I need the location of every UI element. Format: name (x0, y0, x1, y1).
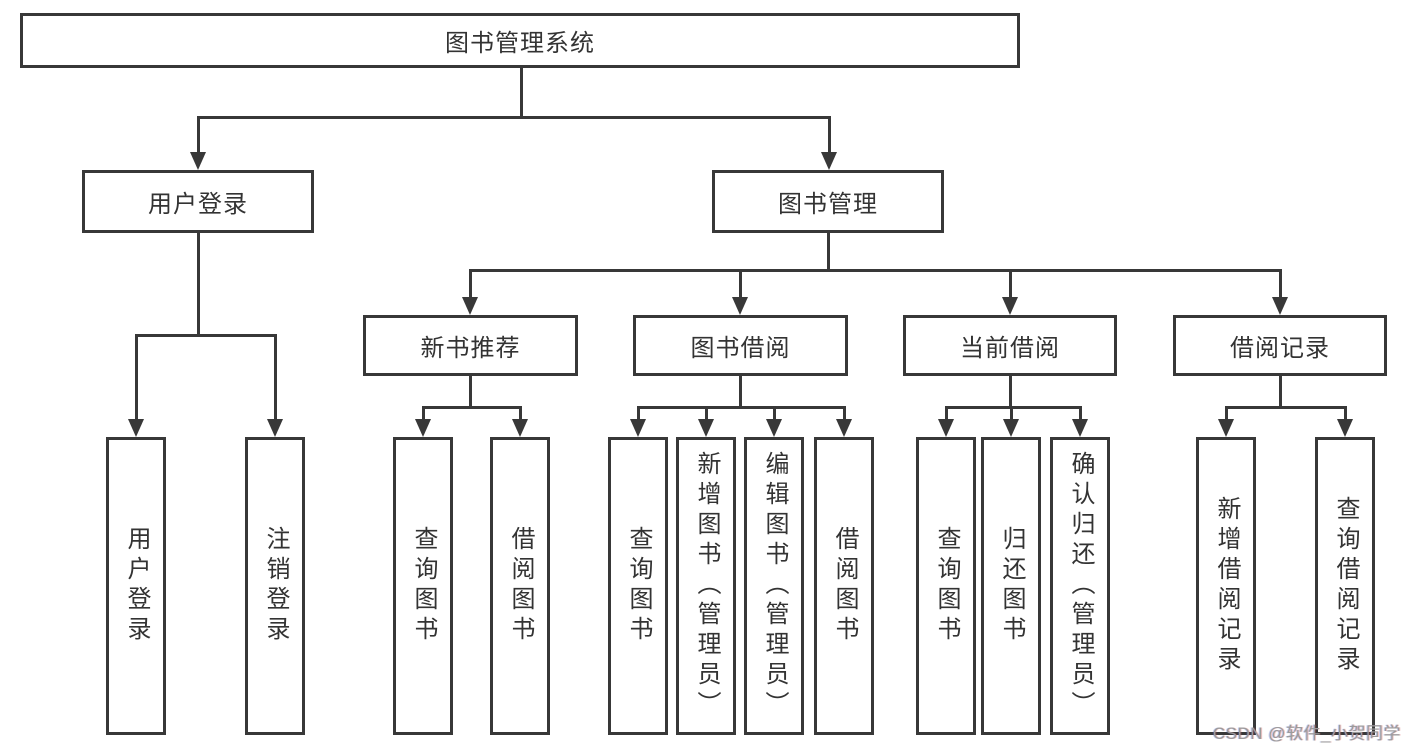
arrow-shaft (1008, 270, 1012, 297)
watermark-text: CSDN @软件_小贺同学 (1212, 724, 1401, 743)
node-borrowing-records: 借阅记录 (1173, 315, 1387, 376)
arrow-down-icon (732, 297, 748, 315)
arrow-down-icon (415, 419, 431, 437)
leaf-query-books-borrowing: 查询图书 (608, 437, 668, 735)
connector-horizontal-line (1224, 405, 1347, 409)
leaf-add-books-admin-label: 新增图书（管理员） (693, 451, 720, 721)
connector-vertical-line (468, 376, 472, 407)
node-new-book-recommendation: 新书推荐 (363, 315, 578, 376)
arrow-shaft (842, 407, 846, 419)
arrow-down-icon (836, 419, 852, 437)
arrow-down-icon (821, 152, 837, 170)
arrow-shaft (772, 407, 776, 419)
leaf-add-borrow-record-label: 新增借阅记录 (1213, 496, 1240, 676)
connector-vertical-line (196, 233, 200, 335)
arrow-down-icon (1003, 419, 1019, 437)
leaf-logout: 注销登录 (245, 437, 305, 735)
leaf-logout-label: 注销登录 (262, 526, 289, 646)
arrow-shaft (827, 117, 831, 152)
node-book-borrowing-label: 图书借阅 (690, 335, 791, 362)
arrow-down-icon (1272, 297, 1288, 315)
connector-vertical-line (826, 233, 830, 270)
arrow-shaft (704, 407, 708, 419)
leaf-query-books-recommend: 查询图书 (393, 437, 453, 735)
arrow-down-icon (698, 419, 714, 437)
leaf-borrow-books-borrowing: 借阅图书 (814, 437, 874, 735)
connector-horizontal-line (468, 268, 1282, 272)
arrow-down-icon (630, 419, 646, 437)
connector-horizontal-line (421, 405, 522, 409)
connector-vertical-line (1278, 376, 1282, 407)
arrow-down-icon (1218, 419, 1234, 437)
arrow-down-icon (190, 152, 206, 170)
node-user-login: 用户登录 (82, 170, 314, 233)
node-new-book-recommendation-label: 新书推荐 (420, 335, 521, 362)
leaf-query-books-current-label: 查询图书 (933, 526, 960, 646)
connector-horizontal-line (134, 333, 277, 337)
arrow-shaft (738, 270, 742, 297)
arrow-down-icon (462, 297, 478, 315)
node-book-management-label: 图书管理 (778, 191, 878, 218)
arrow-shaft (944, 407, 948, 419)
arrow-shaft (134, 335, 138, 419)
arrow-shaft (1224, 407, 1228, 419)
leaf-query-borrow-record: 查询借阅记录 (1315, 437, 1375, 735)
arrow-down-icon (938, 419, 954, 437)
node-borrowing-records-label: 借阅记录 (1230, 335, 1330, 362)
arrow-shaft (273, 335, 277, 419)
arrow-shaft (1278, 270, 1282, 297)
connector-vertical-line (1008, 376, 1012, 407)
connector-horizontal-line (944, 405, 1082, 409)
node-book-management: 图书管理 (712, 170, 944, 233)
connector-horizontal-line (196, 115, 831, 119)
connector-horizontal-line (636, 405, 846, 409)
arrow-down-icon (1002, 297, 1018, 315)
leaf-query-books-borrowing-label: 查询图书 (625, 526, 652, 646)
leaf-edit-books-admin-label: 编辑图书（管理员） (761, 451, 788, 721)
arrow-down-icon (766, 419, 782, 437)
connector-vertical-line (738, 376, 742, 407)
arrow-down-icon (1072, 419, 1088, 437)
arrow-shaft (468, 270, 472, 297)
leaf-add-borrow-record: 新增借阅记录 (1196, 437, 1256, 735)
node-user-login-label: 用户登录 (148, 191, 248, 218)
node-current-borrowing: 当前借阅 (903, 315, 1117, 376)
leaf-return-books: 归还图书 (981, 437, 1041, 735)
leaf-query-borrow-record-label: 查询借阅记录 (1332, 496, 1359, 676)
node-system-root-label: 图书管理系统 (445, 30, 595, 57)
node-current-borrowing-label: 当前借阅 (960, 335, 1060, 362)
arrow-shaft (1078, 407, 1082, 419)
leaf-user-login: 用户登录 (106, 437, 166, 735)
arrow-down-icon (1337, 419, 1353, 437)
leaf-confirm-return-admin-label: 确认归还（管理员） (1067, 451, 1094, 721)
arrow-shaft (636, 407, 640, 419)
leaf-return-books-label: 归还图书 (998, 526, 1025, 646)
leaf-user-login-label: 用户登录 (123, 526, 150, 646)
leaf-confirm-return-admin: 确认归还（管理员） (1050, 437, 1110, 735)
arrow-shaft (518, 407, 522, 419)
connector-vertical-line (519, 68, 523, 117)
leaf-borrow-books-recommend: 借阅图书 (490, 437, 550, 735)
leaf-borrow-books-recommend-label: 借阅图书 (507, 526, 534, 646)
leaf-query-books-recommend-label: 查询图书 (410, 526, 437, 646)
node-system-root: 图书管理系统 (20, 13, 1020, 68)
arrow-shaft (1343, 407, 1347, 419)
arrow-shaft (196, 117, 200, 152)
arrow-down-icon (512, 419, 528, 437)
leaf-edit-books-admin: 编辑图书（管理员） (744, 437, 804, 735)
node-book-borrowing: 图书借阅 (633, 315, 848, 376)
arrow-shaft (421, 407, 425, 419)
arrow-down-icon (128, 419, 144, 437)
arrow-shaft (1009, 407, 1013, 419)
leaf-add-books-admin: 新增图书（管理员） (676, 437, 736, 735)
leaf-query-books-current: 查询图书 (916, 437, 976, 735)
arrow-down-icon (267, 419, 283, 437)
leaf-borrow-books-borrowing-label: 借阅图书 (831, 526, 858, 646)
